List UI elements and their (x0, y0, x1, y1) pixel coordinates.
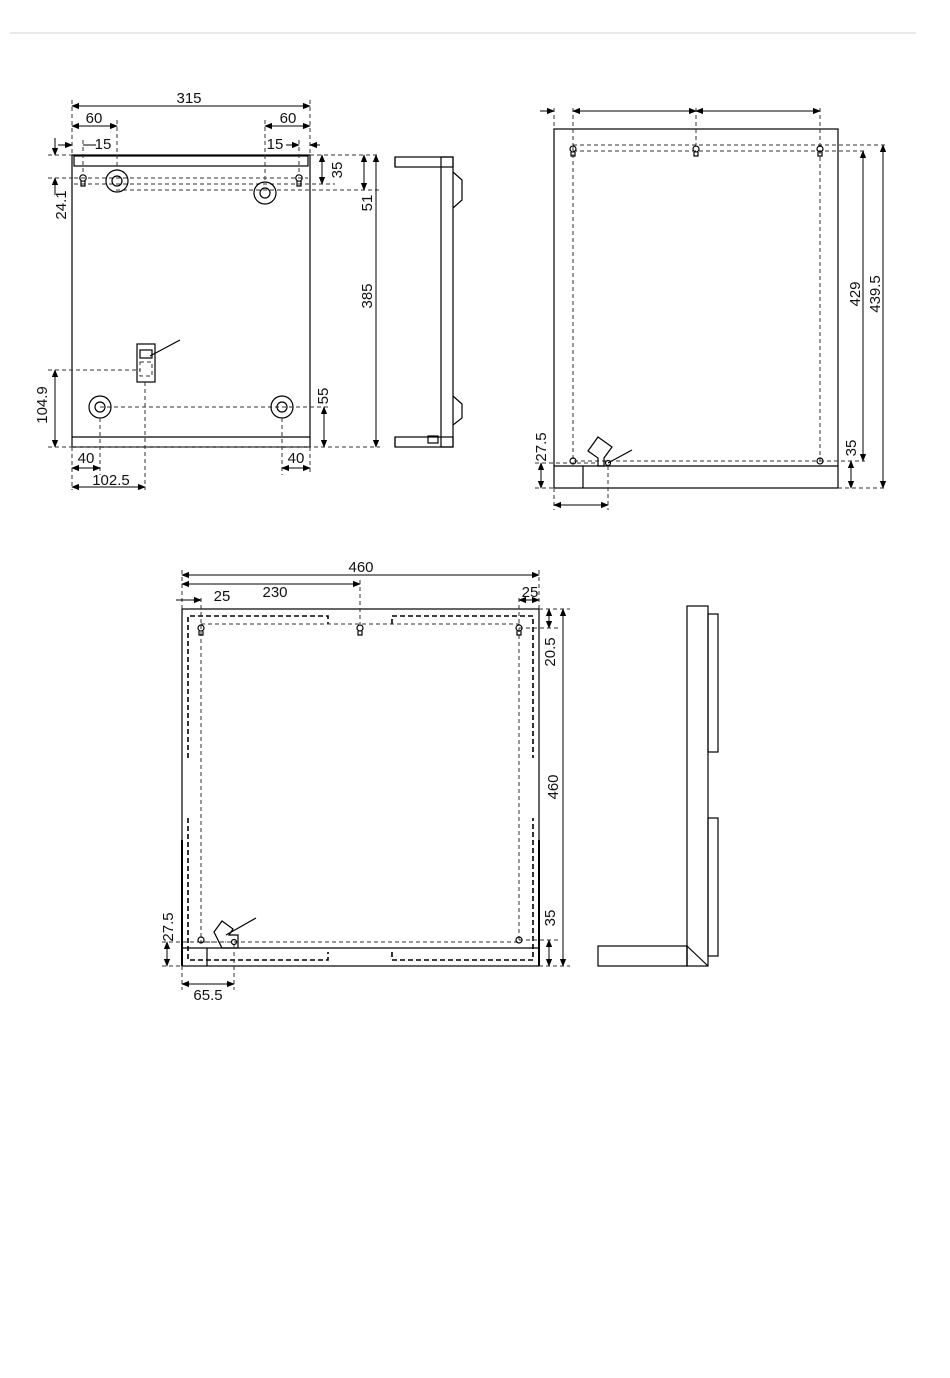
dim-20-5: 20.5 (542, 637, 559, 666)
dim-60-left: 60 (86, 110, 103, 127)
enclosure-1-top-strip (74, 156, 308, 166)
tamper-switch-icon (214, 918, 256, 948)
dim-104-9: 104.9 (34, 386, 51, 424)
dim-35-right: 35 (329, 162, 346, 179)
dim-51: 51 (359, 195, 376, 212)
dim-35-d3: 35 (542, 910, 559, 927)
enclosure-3-body (182, 609, 539, 966)
dim-385: 385 (359, 283, 376, 308)
drawing-1-front-view: 315 60 60 15 15 24.1 35 51 385 104.9 (34, 90, 380, 490)
dim-65-5: 65.5 (193, 987, 222, 1004)
dim-315: 315 (176, 90, 201, 107)
dim-102-5: 102.5 (92, 472, 130, 489)
dim-230: 230 (262, 584, 287, 601)
dim-460-width: 460 (348, 559, 373, 576)
screw-boss-icon (254, 182, 276, 204)
dim-60-right: 60 (280, 110, 297, 127)
dim-24-1: 24.1 (53, 190, 70, 219)
keyhole-icon (357, 625, 363, 635)
dim-27-5-d2: 27.5 (533, 432, 550, 461)
tamper-switch-icon (137, 340, 180, 490)
dim-25-left: 25 (214, 588, 231, 605)
screw-boss-icon (106, 170, 128, 192)
dim-25-right: 25 (522, 584, 539, 601)
drawing-1-side-view (395, 157, 462, 447)
enclosure-2-body (554, 129, 838, 488)
dim-15-right: 15 (267, 136, 284, 153)
drawing-2-front-view: 429 439.5 35 27.5 (533, 108, 885, 510)
dim-15-left: 15 (95, 136, 112, 153)
dim-460-height: 460 (545, 774, 562, 799)
dim-35-d2: 35 (843, 440, 860, 457)
dim-40-right: 40 (288, 450, 305, 467)
tamper-switch-icon (588, 437, 632, 466)
drawing-3-front-view: 460 230 25 25 20.5 460 35 27.5 65.5 (160, 559, 570, 1004)
drawing-3-side-view (598, 606, 718, 966)
dim-55: 55 (315, 388, 332, 405)
dim-429: 429 (847, 281, 864, 306)
dim-27-5-d3: 27.5 (160, 912, 177, 941)
dim-40-left: 40 (78, 450, 95, 467)
dim-439-5: 439.5 (867, 275, 884, 313)
